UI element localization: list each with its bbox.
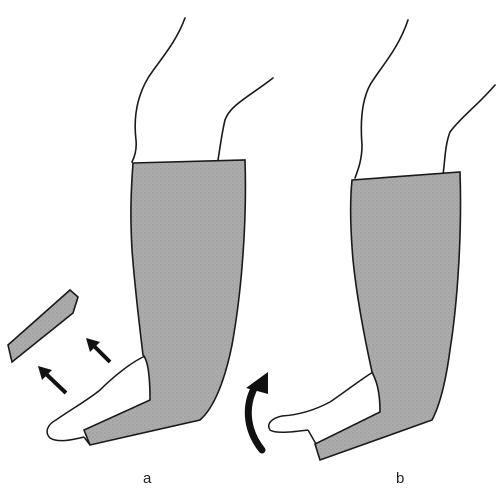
cast-toe-piece <box>8 290 78 362</box>
panel-label-b: b <box>396 470 404 487</box>
panel-label-a: a <box>143 470 151 487</box>
curved-arrow-icon <box>246 372 268 450</box>
panel-a <box>8 18 273 445</box>
leg-outline-b <box>355 20 495 178</box>
arrow-up-left-icon <box>38 366 66 393</box>
panel-b <box>246 20 495 460</box>
leg-cast-b <box>315 172 461 460</box>
leg-cast-a <box>84 160 245 445</box>
arrow-up-left-icon <box>86 338 110 362</box>
leg-outline-a <box>132 18 273 162</box>
